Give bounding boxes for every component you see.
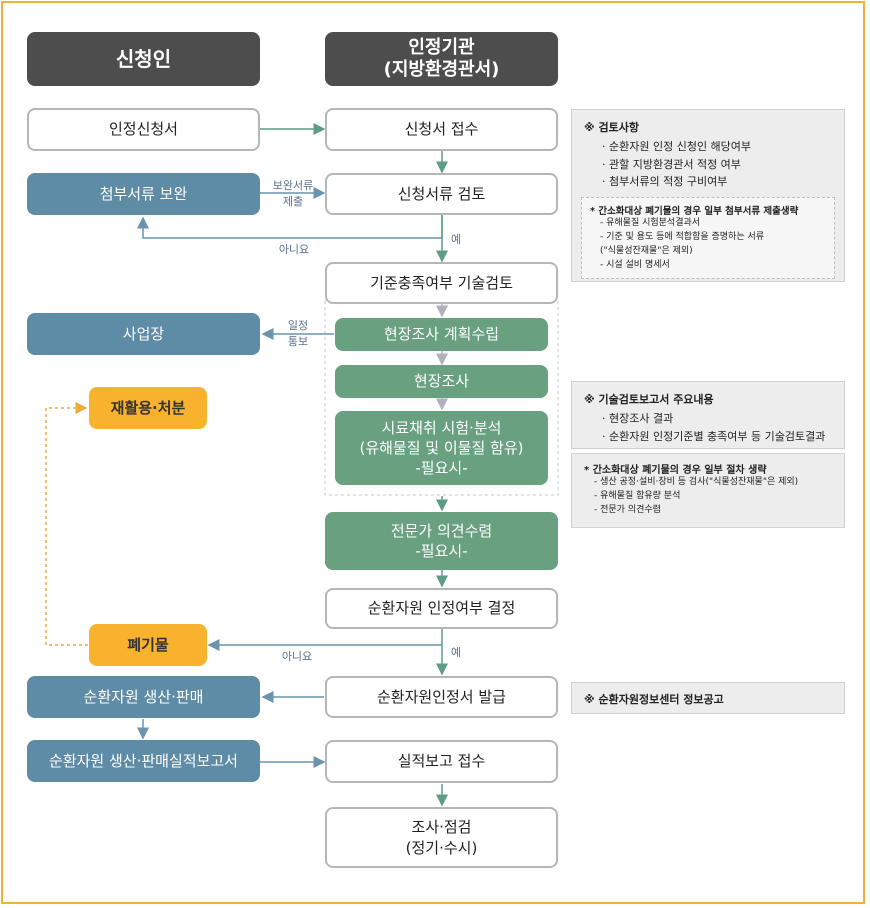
issue-box: 순환자원인정서 발급 [325,676,558,718]
review-note-item: · 관할 지방환경관서 적정 여부 [602,157,741,171]
tech-report-note: ※ 기술검토보고서 주요내용 · 현장조사 결과 · 순환자원 인정기준별 충족… [571,381,845,449]
production-box: 순환자원 생산·판매 [27,676,260,718]
report-box: 순환자원 생산·판매실적보고서 [27,740,260,782]
site-box: 사업장 [27,313,260,355]
review-note-sub-item: - 유해물질 시험분석결과서 [600,217,701,228]
review-box: 신청서류 검토 [325,173,558,215]
info-note-title: ※ 순환자원정보센터 정보공고 [584,693,724,706]
no-label-decision: 아니요 [281,650,313,663]
simplify-note-item: - 전문가 의견수렴 [594,504,661,515]
simplify-note-title: * 간소화대상 폐기물의 경우 일부 절차 생략 [584,465,767,476]
receipt-box: 신청서 접수 [325,108,558,151]
decision-box: 순환자원 인정여부 결정 [325,588,558,629]
recycle-disposal-box: 재활용·처분 [89,387,207,429]
no-label-review: 아니요 [278,243,310,256]
supplement-box: 첨부서류 보완 [27,173,260,215]
review-note-title: ※ 검토사항 [584,121,640,134]
review-note-item: · 순환자원 인정 신청인 해당여부 [602,140,752,153]
review-items-note: ※ 검토사항 · 순환자원 인정 신청인 해당여부 · 관할 지방환경관서 적정… [571,109,845,282]
schedule-notice-label: 일정 통보 [287,319,309,348]
report-receipt-box: 실적보고 접수 [325,740,558,783]
expert-box: 전문가 의견수렴 -필요시- [325,512,558,570]
simplified-procedure-note: * 간소화대상 폐기물의 경우 일부 절차 생략 - 생산 공정·설비·장비 등… [571,453,845,528]
review-note-sub-title: * 간소화대상 폐기물의 경우 일부 첨부서류 제출생략 [590,205,799,217]
review-note-simplified: * 간소화대상 폐기물의 경우 일부 첨부서류 제출생략 - 유해물질 시험분석… [581,196,835,279]
yes-label-decision: 예 [450,646,462,659]
review-note-item: · 첨부서류의 적정 구비여부 [602,175,728,189]
application-box: 인정신청서 [27,108,260,151]
simplify-note-item: - 생산 공정·설비·장비 등 검사("식물성잔재물"은 제외) [594,477,799,487]
agency-header: 인정기관 (지방환경관서) [325,32,558,86]
tech-note-item: · 현장조사 결과 [602,412,674,425]
survey-box: 현장조사 [335,365,548,398]
yes-label-review: 예 [450,233,462,246]
tech-note-item: · 순환자원 인정기준별 충족여부 등 기술검토결과 [602,429,826,443]
review-note-sub-item: - 기준 및 용도 등에 적합함을 증명하는 서류 ("식물성잔재물"은 제외) [600,231,765,256]
tech-review-box: 기준충족여부 기술검토 [325,262,558,304]
simplify-note-item: - 유해물질 함유량 분석 [594,490,681,501]
applicant-header: 신청인 [27,32,260,86]
plan-box: 현장조사 계획수립 [335,318,548,351]
tech-note-title: ※ 기술검토보고서 주요내용 [584,393,714,406]
supplement-submit-label: 보완서류 제출 [272,179,314,208]
info-center-note: ※ 순환자원정보센터 정보공고 [571,682,845,714]
inspection-box: 조사·점검 (정기·수시) [325,807,558,868]
review-note-sub-item: - 시설 설비 명세서 [600,259,670,270]
waste-box: 폐기물 [89,624,207,666]
sampling-box: 시료채취 시험·분석 (유해물질 및 이물질 함유) -필요시- [335,411,548,485]
